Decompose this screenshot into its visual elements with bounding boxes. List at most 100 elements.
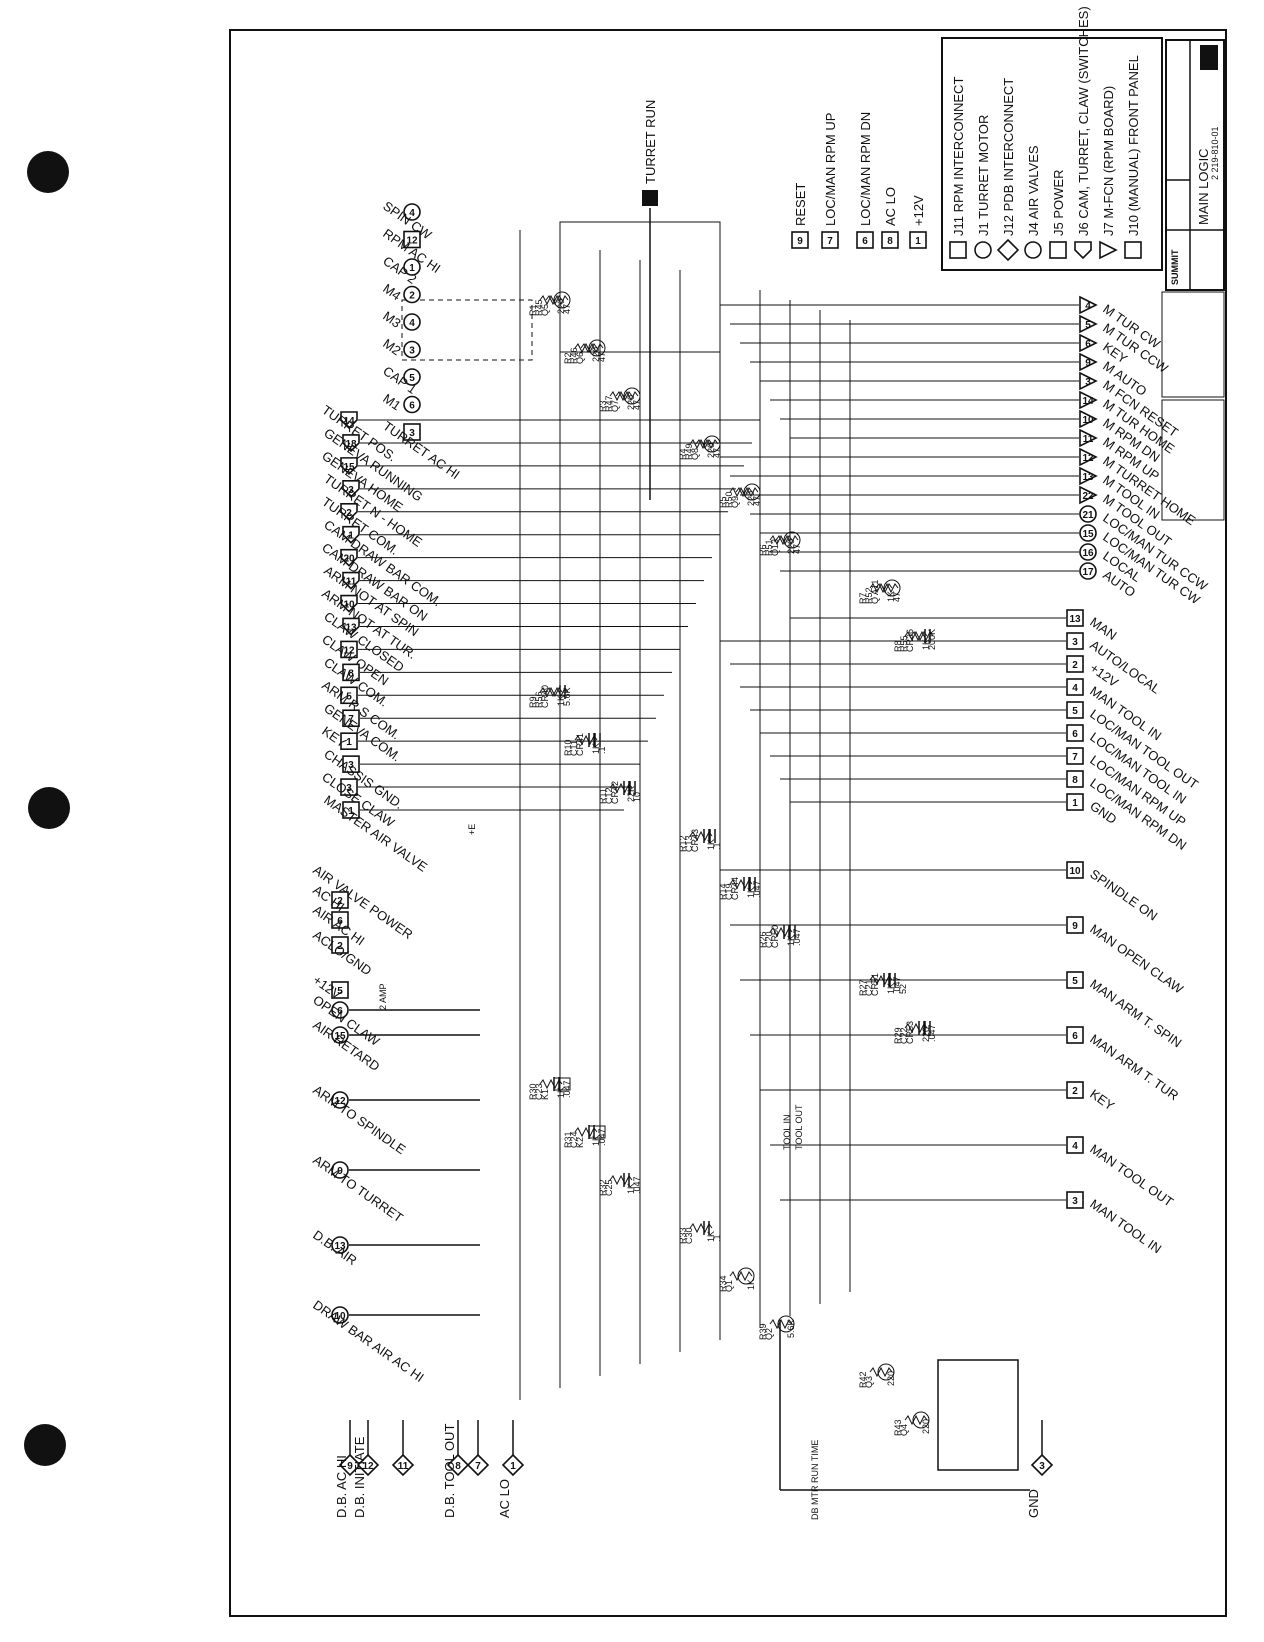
pin-number: 13 [345, 622, 357, 633]
component: Q5 [540, 291, 571, 316]
resistor-icon [769, 1318, 793, 1330]
right-input-pin: 3 [1066, 632, 1084, 650]
component-value: 220 [921, 1027, 931, 1042]
component-value: .1 [597, 746, 607, 754]
pin-number: 18 [345, 439, 357, 450]
legend-label: J10 (MANUAL) FRONT PANEL [1126, 55, 1141, 236]
pin-number: 5 [337, 986, 343, 997]
component: Q7 [610, 387, 641, 412]
pin-number: 8 [348, 668, 354, 679]
top-signal-label: AC LO [883, 187, 898, 226]
legend-label: J6 CAM, TURRET, CLAW (SWITCHES) [1076, 6, 1091, 236]
pin-number: 3 [1072, 637, 1078, 648]
component-value: 1K [626, 1183, 636, 1194]
component-ref: R56 [534, 691, 544, 708]
component-value: 220 [556, 299, 566, 314]
left-air-label: ARM TO TURRET [310, 1152, 406, 1225]
pin-number: 5 [346, 691, 352, 702]
pin-number: 15 [1082, 529, 1094, 540]
component-value: 47 [792, 544, 802, 554]
component-ref: R27 [858, 979, 868, 996]
right-input-pin: 17 [1079, 562, 1097, 580]
right-input-pin: 6 [1066, 1026, 1084, 1044]
resistor-icon [904, 630, 928, 642]
pin-number: 1 [510, 1461, 516, 1472]
component-ref: Q5 [540, 304, 550, 316]
left-air-pin: 2 [331, 891, 349, 909]
component-value: 1K [746, 1279, 756, 1290]
pin-number: 10 [334, 1311, 346, 1322]
pin-number: 4 [409, 208, 415, 219]
right-input-label: KEY [1087, 1086, 1117, 1113]
top-signal-pin: 6 [856, 231, 874, 249]
pin-number: 10 [1069, 866, 1081, 877]
note-text: DB MTR RUN TIME [810, 1440, 820, 1520]
ic-block [937, 1359, 1019, 1471]
top-signal-pin: 7 [821, 231, 839, 249]
bottom-connector-pin: 8 [446, 1453, 470, 1477]
component-value: 1K [556, 1087, 566, 1098]
component: K2 [575, 1125, 606, 1148]
note-text: TOOL IN [782, 1114, 792, 1150]
component: C19.047 [724, 877, 762, 900]
component-value: 220 [706, 443, 716, 458]
resistor-icon [539, 294, 563, 306]
component-value: 220 [591, 347, 601, 362]
right-input-pin: 11 [1079, 428, 1098, 448]
left-input-pin: 3 [342, 755, 360, 773]
legend-label: J5 POWER [1051, 170, 1066, 236]
pin-number: 1 [348, 531, 354, 542]
pin-number: 9 [1072, 921, 1078, 932]
left-air-pin: 13 [331, 1236, 349, 1254]
component-ref: R8 [893, 640, 903, 652]
title-number: 2 219-810-01 [1210, 126, 1220, 180]
pin-number: 1 [409, 263, 415, 274]
left-input-pin: 7 [342, 709, 360, 728]
resistor-icon [769, 534, 793, 546]
component: Q9 [730, 483, 761, 508]
component-ref: R50 [724, 491, 734, 508]
right-input-pin: 22 [1079, 485, 1098, 505]
component-value: 1K [591, 743, 601, 754]
pin-number: 12 [406, 236, 418, 247]
bottom-connector-pin: 1 [501, 1453, 525, 1477]
top-connector-pin: 12 [403, 230, 421, 249]
component-ref: Q7 [610, 400, 620, 412]
component-ref: R3 [598, 400, 608, 412]
left-air-pin: 15 [331, 1026, 349, 1044]
component-ref: R1 [528, 304, 538, 316]
component: R3 220 [598, 390, 636, 412]
right-input-pin: 6 [1079, 333, 1098, 353]
component-ref: R49 [684, 443, 694, 460]
left-input-pin: 15 [340, 457, 358, 476]
legend-label: J4 AIR VALVES [1026, 145, 1041, 236]
resistor-icon [729, 486, 753, 498]
pin-number: 17 [1082, 567, 1094, 578]
legend-symbol-icon [1099, 240, 1118, 260]
resistor-icon [875, 582, 899, 594]
bottom-connector-pin: 11 [391, 1453, 415, 1477]
component: CR41 [575, 733, 601, 756]
component-ref: C23 [534, 1083, 544, 1100]
pin-number: 3 [409, 346, 415, 357]
resistor-icon [729, 1270, 753, 1282]
pin-number: 15 [343, 462, 355, 473]
component-value: 220 [626, 395, 636, 410]
component-value: 22K [626, 786, 636, 802]
pin-number: 6 [862, 236, 868, 247]
component-ref: R7 [858, 592, 868, 604]
component: CR42 [610, 781, 636, 804]
component-value: 1K [886, 983, 896, 994]
component-ref: CR36 [905, 629, 915, 652]
pin-number: 2 [1072, 660, 1078, 671]
bottom-connector-label: D.B. AC HI [334, 1455, 349, 1518]
right-input-pin: 3 [1066, 1191, 1084, 1209]
component: CR53 [905, 1021, 931, 1044]
right-input-pin: 15 [1079, 524, 1097, 542]
component-ref: R45 [534, 299, 544, 316]
component-ref: R52 [864, 587, 874, 604]
